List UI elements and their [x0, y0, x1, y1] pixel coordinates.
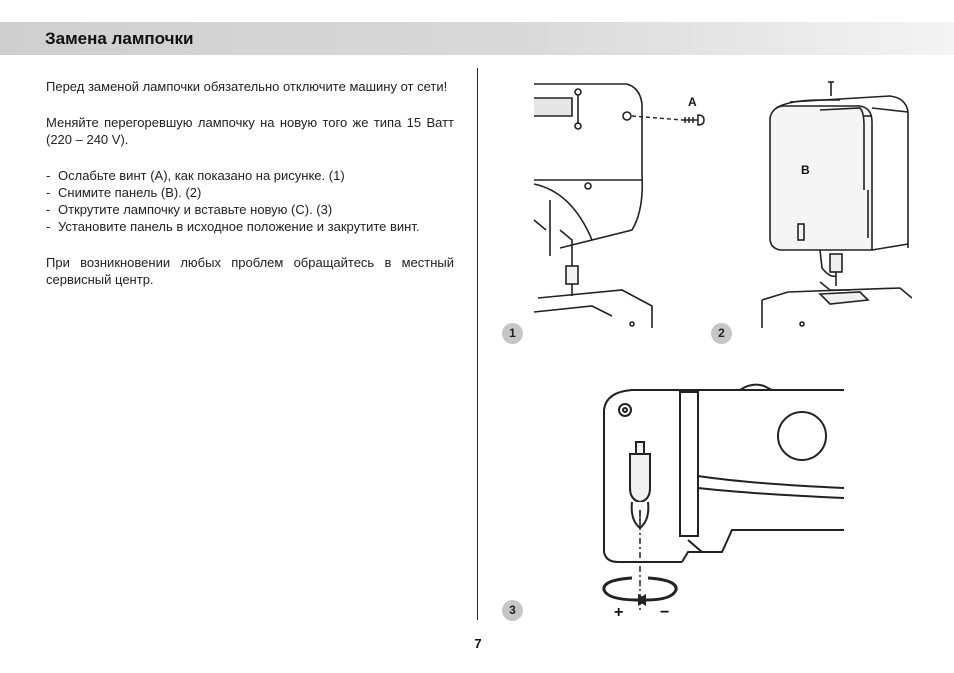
step-item: Ослабьте винт (A), как показано на рисун… [46, 167, 454, 184]
figure-3-number-badge: 3 [502, 600, 523, 621]
figure-1-illustration [532, 80, 712, 328]
figure-3-illustration [592, 380, 844, 614]
page-title: Замена лампочки [45, 29, 194, 48]
instructions-column: Перед заменой лампочки обязательно отклю… [46, 78, 454, 307]
figure-1-number-badge: 1 [502, 323, 523, 344]
steps-list: Ослабьте винт (A), как показано на рисун… [46, 167, 454, 235]
figure-2-number-badge: 2 [711, 323, 732, 344]
loosen-minus-label: − [660, 604, 670, 621]
callout-screw-a: A [688, 95, 697, 109]
column-divider [477, 68, 478, 620]
figure-2-illustration [760, 78, 912, 328]
tighten-plus-label: + [614, 604, 624, 621]
figure-1-drawing [533, 83, 705, 328]
bulb-type-text: Меняйте перегоревшую лампочку на новую т… [46, 115, 454, 147]
callout-panel-b: B [801, 163, 810, 177]
service-note-text: При возникновении любых проблем обращайт… [46, 255, 454, 287]
warning-text: Перед заменой лампочки обязательно отклю… [46, 79, 448, 94]
page-number: 7 [474, 636, 482, 651]
figure-2-drawing [761, 81, 912, 328]
step-item: Установите панель в исходное положение и… [46, 218, 454, 235]
step-item: Открутите лампочку и вставьте новую (C).… [46, 201, 454, 218]
step-item: Снимите панель (B). (2) [46, 184, 454, 201]
figure-3-drawing [602, 383, 844, 610]
header-bar [0, 22, 954, 55]
